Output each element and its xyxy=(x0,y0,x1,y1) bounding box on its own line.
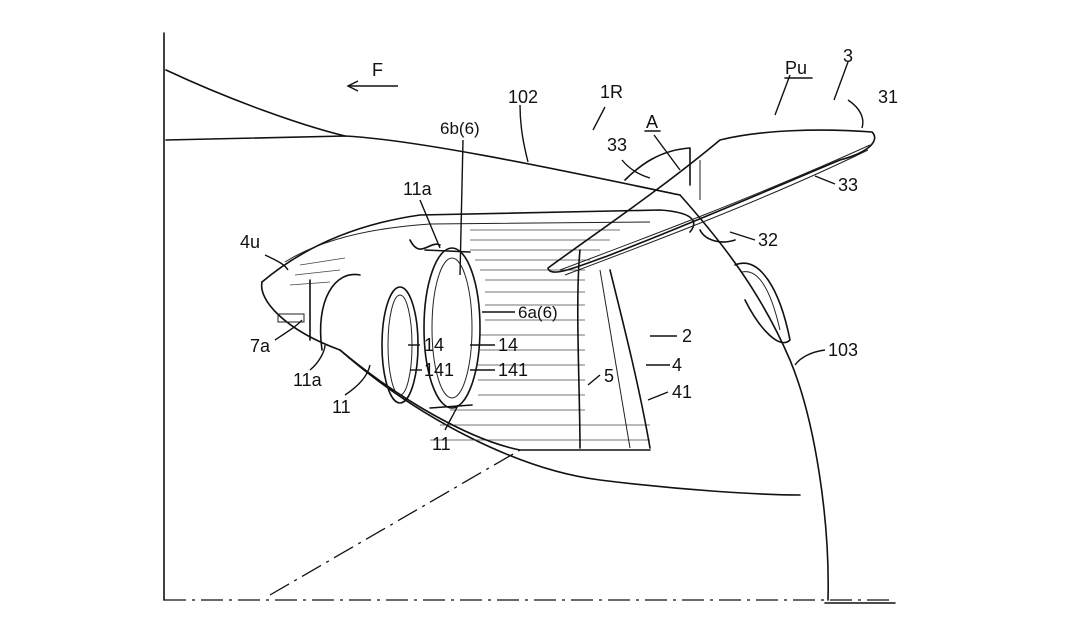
panel-41-edge xyxy=(609,269,651,449)
label-1R: 1R xyxy=(600,82,623,102)
label-41: 41 xyxy=(672,382,692,402)
label-11-left: 11 xyxy=(332,397,351,417)
tail-lamp-inner xyxy=(741,271,781,331)
spoiler-end-plate xyxy=(624,147,691,186)
body-lower-line xyxy=(339,349,801,496)
support-11-left xyxy=(319,273,361,351)
housing-hatching xyxy=(289,229,650,441)
body-roof-line xyxy=(165,135,681,196)
label-102: 102 xyxy=(508,87,538,107)
duct-6a-ring xyxy=(423,247,481,409)
label-7a: 7a xyxy=(250,336,271,356)
label-11a-bottom: 11a xyxy=(293,370,323,390)
label-32: 32 xyxy=(758,230,778,250)
leader-lines xyxy=(264,61,864,431)
spoiler-lower-edge-2 xyxy=(564,149,869,276)
spoiler-pedestal xyxy=(699,229,736,243)
spoiler-wing xyxy=(547,129,876,273)
label-Pu: Pu xyxy=(785,58,807,78)
label-6a: 6a(6) xyxy=(518,303,558,322)
label-33-lower: 33 xyxy=(838,175,858,195)
duct-6a-bottom xyxy=(429,404,473,409)
label-141-left: 141 xyxy=(424,360,454,380)
housing-inner-edge xyxy=(284,221,651,263)
housing-bottom-edge xyxy=(339,349,651,451)
housing-front-lip xyxy=(260,281,341,351)
body-rear-line xyxy=(679,194,829,601)
label-14-left: 14 xyxy=(424,335,444,355)
duct-6a-top xyxy=(424,249,471,253)
label-141-right: 141 xyxy=(498,360,528,380)
tail-lamp-outline xyxy=(734,262,791,344)
support-11a-top xyxy=(409,239,441,250)
housing-top-edge xyxy=(261,209,695,283)
label-31: 31 xyxy=(878,87,898,107)
label-11a-top: 11a xyxy=(403,179,433,199)
spoiler-lower-edge xyxy=(559,144,871,271)
label-3: 3 xyxy=(843,46,853,66)
label-4: 4 xyxy=(672,355,682,375)
duct-6a-inner xyxy=(431,257,473,399)
label-F: F xyxy=(372,60,383,80)
label-33-upper: 33 xyxy=(607,135,627,155)
diagonal-centerline xyxy=(269,449,521,596)
label-5: 5 xyxy=(604,366,614,386)
label-103: 103 xyxy=(828,340,858,360)
label-14-right: 14 xyxy=(498,335,518,355)
panel-41-inner xyxy=(599,269,631,449)
label-6b: 6b(6) xyxy=(440,119,480,138)
part-7a-tab xyxy=(277,313,305,323)
label-11-right: 11 xyxy=(432,434,451,454)
label-A: A xyxy=(646,112,658,132)
label-4u: 4u xyxy=(240,232,260,252)
body-upper-line xyxy=(165,69,346,137)
label-2: 2 xyxy=(682,326,692,346)
